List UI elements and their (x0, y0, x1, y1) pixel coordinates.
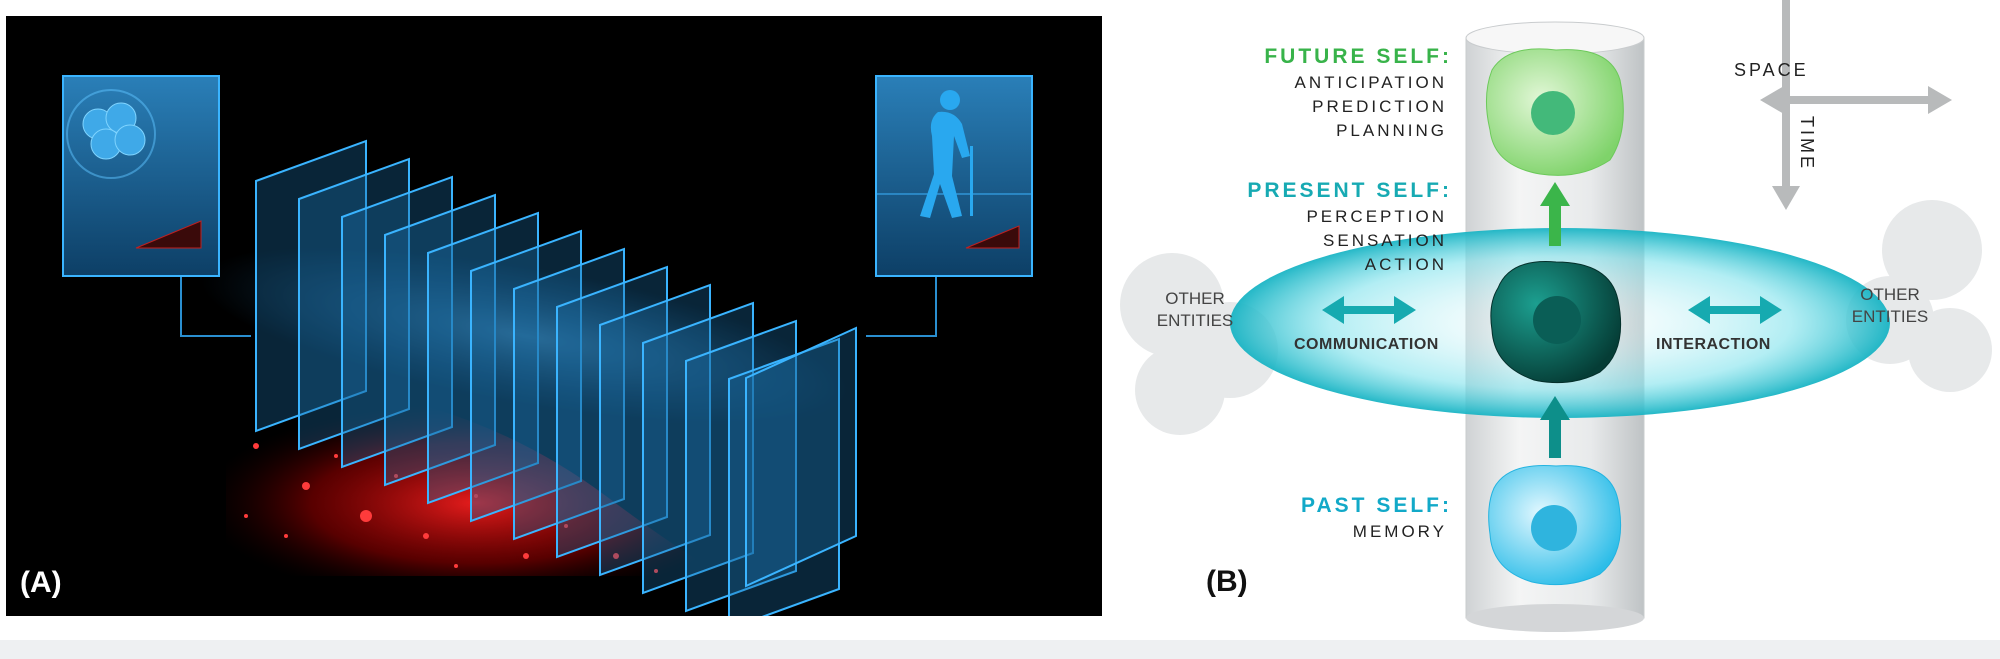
space-time-axes (1760, 0, 1952, 210)
panel-a: (A) (6, 16, 1102, 616)
bottom-strip (0, 640, 2000, 659)
cylinder-bottom (1466, 604, 1644, 632)
cylinder-top (1465, 21, 1645, 55)
future-arrow (1540, 182, 1570, 246)
panel-b-label: (B) (1206, 565, 1248, 598)
other-entities-left-line2: ENTITIES (1156, 311, 1234, 330)
red-particles (244, 443, 658, 573)
figure: (A) (0, 0, 2000, 640)
entity-blobs (1120, 200, 1992, 435)
other-entities-left: OTHER ENTITIES (1150, 288, 1240, 332)
other-entities-left-line1: OTHER (1165, 289, 1225, 308)
present-self-heading: PRESENT SELF: (1247, 179, 1452, 202)
time-label: TIME (1797, 116, 1817, 171)
blue-glow (200, 246, 852, 426)
past-self-item: MEMORY (1352, 522, 1447, 541)
other-entities-right-line1: OTHER (1860, 285, 1920, 304)
past-arrow (1540, 396, 1570, 458)
panel-a-label: (A) (20, 566, 62, 599)
panel-a-illustration (62, 75, 1033, 616)
present-self-item: PERCEPTION (1306, 207, 1447, 226)
future-self-heading: FUTURE SELF: (1264, 45, 1452, 68)
embryo-card (62, 75, 220, 277)
communication-label: COMMUNICATION (1294, 336, 1439, 353)
future-nucleus (1531, 91, 1575, 135)
panel-b: FUTURE SELF: ANTICIPATION PREDICTION PLA… (1110, 0, 2000, 640)
communication-arrow (1322, 296, 1416, 324)
other-entities-right: OTHER ENTITIES (1842, 284, 1938, 328)
past-self-heading: PAST SELF: (1301, 494, 1452, 517)
elderly-person-icon (920, 90, 973, 218)
space-label: SPACE (1734, 60, 1809, 80)
slice-stack (255, 139, 857, 616)
interaction-label: INTERACTION (1656, 336, 1771, 353)
other-entities-right-line2: ENTITIES (1851, 307, 1929, 326)
present-self-item: ACTION (1364, 255, 1447, 274)
elderly-card (875, 75, 1033, 277)
future-self-item: PLANNING (1336, 121, 1447, 140)
future-self-item: PREDICTION (1312, 97, 1447, 116)
connector-lines (180, 276, 937, 337)
present-nucleus (1533, 296, 1581, 344)
panel-b-illustration (1120, 0, 1992, 632)
present-self-item: SENSATION (1323, 231, 1447, 250)
past-nucleus (1531, 505, 1577, 551)
interaction-arrow (1688, 296, 1782, 324)
future-self-item: ANTICIPATION (1294, 73, 1447, 92)
